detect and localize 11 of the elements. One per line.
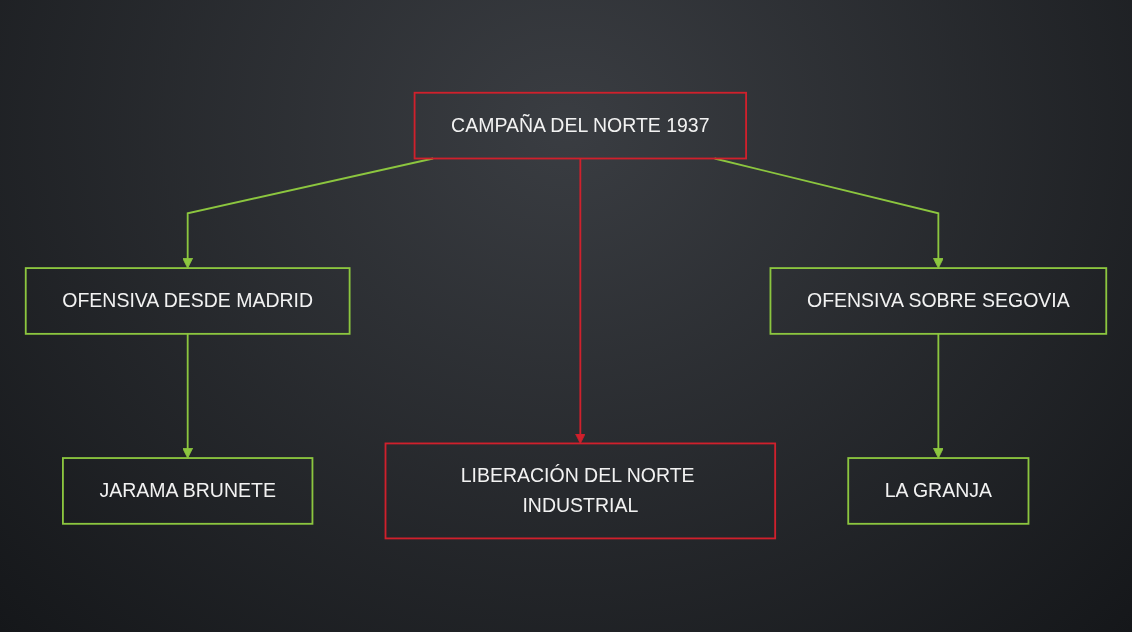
arrow (933, 333, 944, 459)
arrow (575, 158, 586, 445)
node-box: OFENSIVA DESDE MADRID (24, 267, 351, 336)
arrow (713, 158, 944, 269)
arrow (182, 333, 194, 459)
node-box: LIBERACIÓN DEL NORTE INDUSTRIAL (384, 442, 777, 540)
node-box: LA GRANJA (847, 457, 1030, 526)
node-box: OFENSIVA SOBRE SEGOVIA (769, 267, 1108, 336)
node-box: JARAMA BRUNETE (62, 457, 314, 526)
arrow (182, 158, 434, 269)
node-box: CAMPAÑA DEL NORTE 1937 (413, 92, 747, 160)
